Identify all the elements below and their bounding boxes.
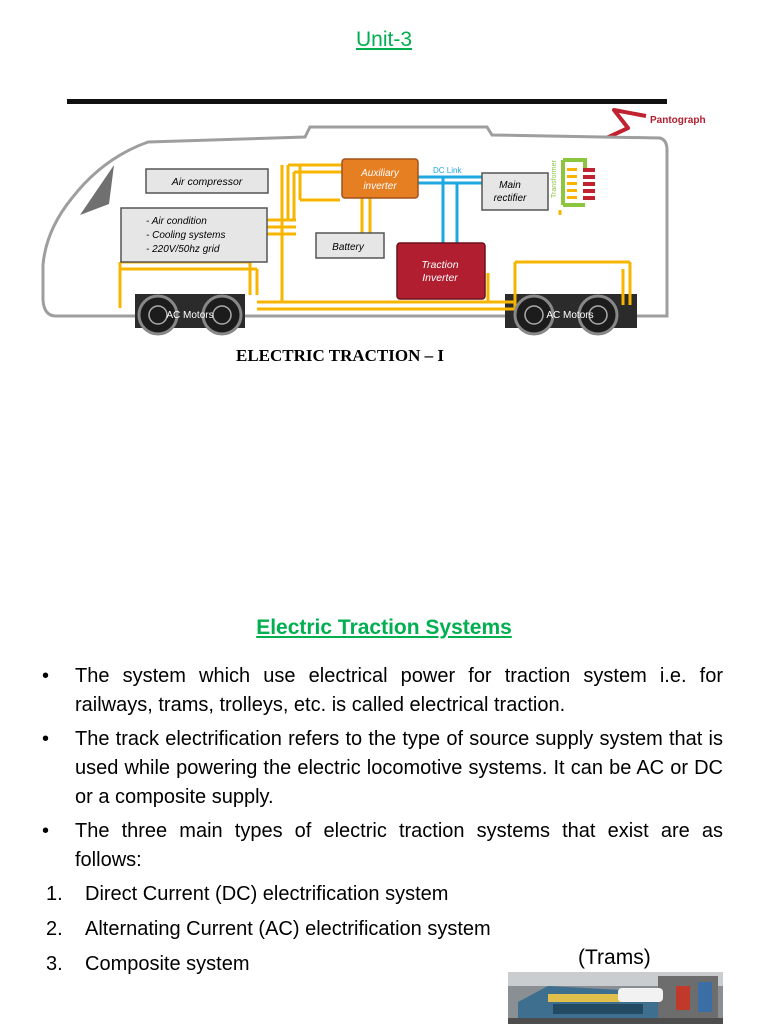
aux-load-cooling: - Cooling systems [146, 230, 225, 241]
transformer-secondary [567, 168, 577, 199]
overhead-wire [67, 99, 667, 104]
bullet-mark: • [42, 728, 50, 750]
bullet-item: • The system which use electrical power f… [40, 662, 723, 720]
bullet-text: The track electrification refers to the … [75, 728, 723, 808]
right-wheels [513, 294, 619, 336]
trams-label: (Trams) [578, 946, 651, 969]
section-content: • The system which use electrical power f… [40, 662, 723, 985]
bullet-text: The system which use electrical power fo… [75, 665, 723, 716]
transformer-coil [583, 168, 595, 200]
dc-link-label: DC Link [433, 166, 462, 175]
ac-motors-right-label: AC Motors [546, 310, 593, 321]
unit-title: Unit-3 [355, 28, 413, 51]
list-number: 3. [46, 953, 63, 975]
windshield [80, 165, 114, 215]
auxiliary-loads-box [120, 207, 268, 263]
main-rectifier-label-2: rectifier [494, 193, 527, 204]
bullet-mark: • [42, 665, 50, 687]
left-wheels [137, 294, 243, 336]
battery-label: Battery [332, 242, 365, 253]
main-rectifier-label-1: Main [499, 180, 521, 191]
numbered-item: 1. Direct Current (DC) electrification sy… [40, 880, 723, 909]
traction-inverter-box [396, 242, 486, 300]
ac-motors-left-label: AC Motors [166, 310, 213, 321]
list-number: 2. [46, 918, 63, 940]
bullet-item: • The track electrification refers to the… [40, 725, 723, 812]
numbered-item: 3. Composite system [40, 950, 723, 979]
numbered-item: 2. Alternating Current (AC) electrificati… [40, 915, 723, 944]
list-text: Alternating Current (AC) electrification… [85, 918, 491, 940]
aux-load-grid: - 220V/50hz grid [146, 244, 220, 255]
diagram-caption: ELECTRIC TRACTION – I [236, 346, 444, 365]
pantograph-label: Pantograph [650, 115, 706, 126]
list-text: Direct Current (DC) electrification syst… [85, 883, 449, 905]
aux-load-air-condition: - Air condition [146, 216, 207, 227]
section-title: Electric Traction Systems [256, 616, 512, 639]
air-compressor-box [145, 168, 269, 194]
power-wiring [118, 163, 632, 311]
list-text: Composite system [85, 953, 250, 975]
auxiliary-inverter-label-1: Auxiliary [360, 168, 400, 179]
bullet-item: • The three main types of electric tracti… [40, 817, 723, 875]
transformer-icon [561, 158, 587, 207]
list-number: 1. [46, 883, 63, 905]
battery-box [315, 232, 385, 259]
main-rectifier-box [481, 172, 549, 211]
auxiliary-inverter-label-2: inverter [363, 181, 397, 192]
bullet-mark: • [42, 820, 50, 842]
transformer-label: Transformer [551, 159, 558, 198]
traction-inverter-label-2: Inverter [422, 272, 458, 284]
air-compressor-label: Air compressor [171, 176, 243, 188]
traction-inverter-label-1: Traction [421, 259, 458, 271]
tram-photo [508, 972, 723, 1024]
electric-traction-diagram: Pantograph DC Link [41, 99, 706, 336]
dc-link-lines [418, 175, 482, 243]
auxiliary-inverter-box [341, 158, 419, 199]
bullet-text: The three main types of electric tractio… [75, 820, 723, 871]
